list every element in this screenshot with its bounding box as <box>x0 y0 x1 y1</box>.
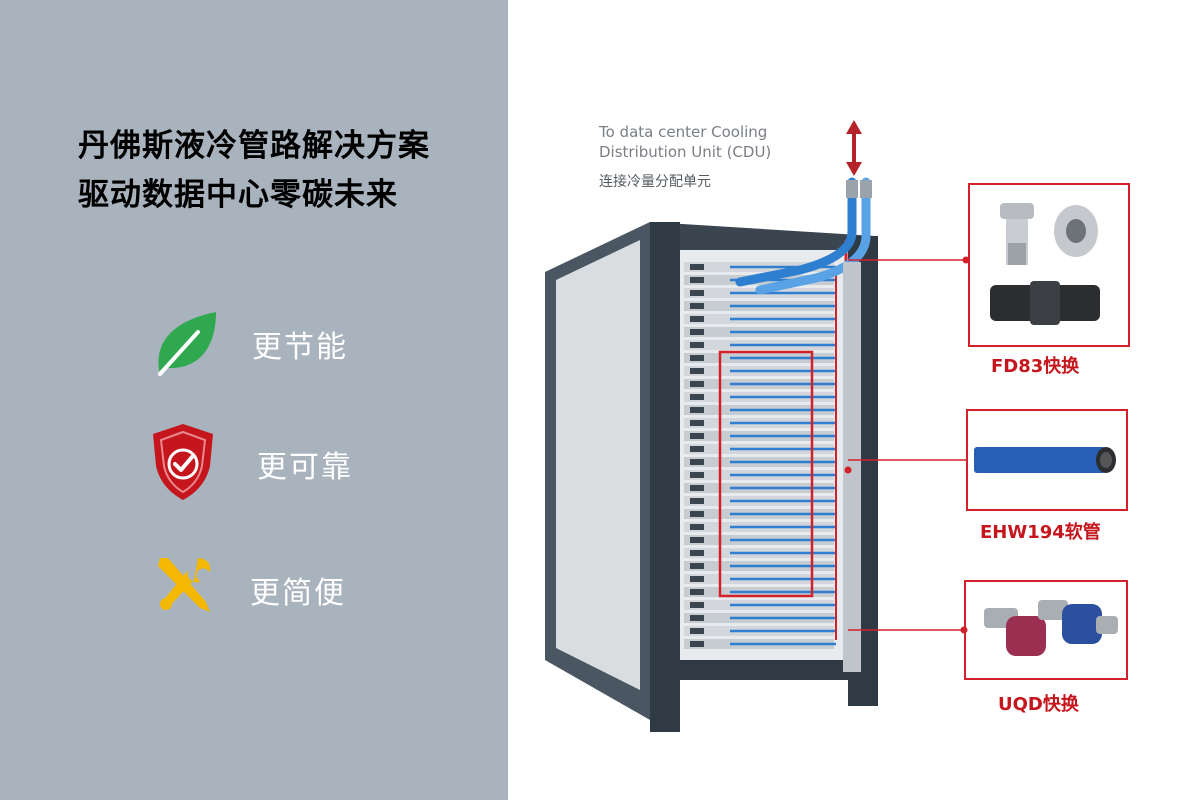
leaf-icon <box>152 308 222 382</box>
wrench-screwdriver-icon <box>152 554 214 620</box>
ehw194-hose-image <box>974 447 1116 473</box>
product-label-fd83: FD83快换 <box>991 356 1080 377</box>
product-label-uqd: UQD快换 <box>998 694 1079 715</box>
cdu-caption-chinese: 连接冷量分配单元 <box>599 174 711 190</box>
uqd-coupling-image <box>984 600 1118 656</box>
cdu-caption-english: To data center Cooling Distribution Unit… <box>599 123 772 161</box>
feature-label-reliable: 更可靠 <box>257 450 353 485</box>
left-panel: 丹佛斯液冷管路解决方案 驱动数据中心零碳未来 更节能 更可靠 更简便 <box>0 0 508 800</box>
product-card-ehw194[interactable] <box>966 409 1128 511</box>
feature-label-energy: 更节能 <box>252 330 348 365</box>
headline-line-1: 丹佛斯液冷管路解决方案 <box>78 128 430 164</box>
shield-check-icon <box>150 422 216 506</box>
flow-arrow-icon <box>846 120 862 176</box>
headline-line-2: 驱动数据中心零碳未来 <box>78 177 398 213</box>
product-card-uqd[interactable] <box>964 580 1128 680</box>
server-rack-illustration <box>545 120 878 732</box>
product-label-ehw194: EHW194软管 <box>980 522 1101 543</box>
callout-lines <box>844 256 970 634</box>
feature-label-easy: 更简便 <box>250 576 346 611</box>
product-card-fd83[interactable] <box>968 183 1130 347</box>
fd83-coupling-image <box>990 203 1100 325</box>
